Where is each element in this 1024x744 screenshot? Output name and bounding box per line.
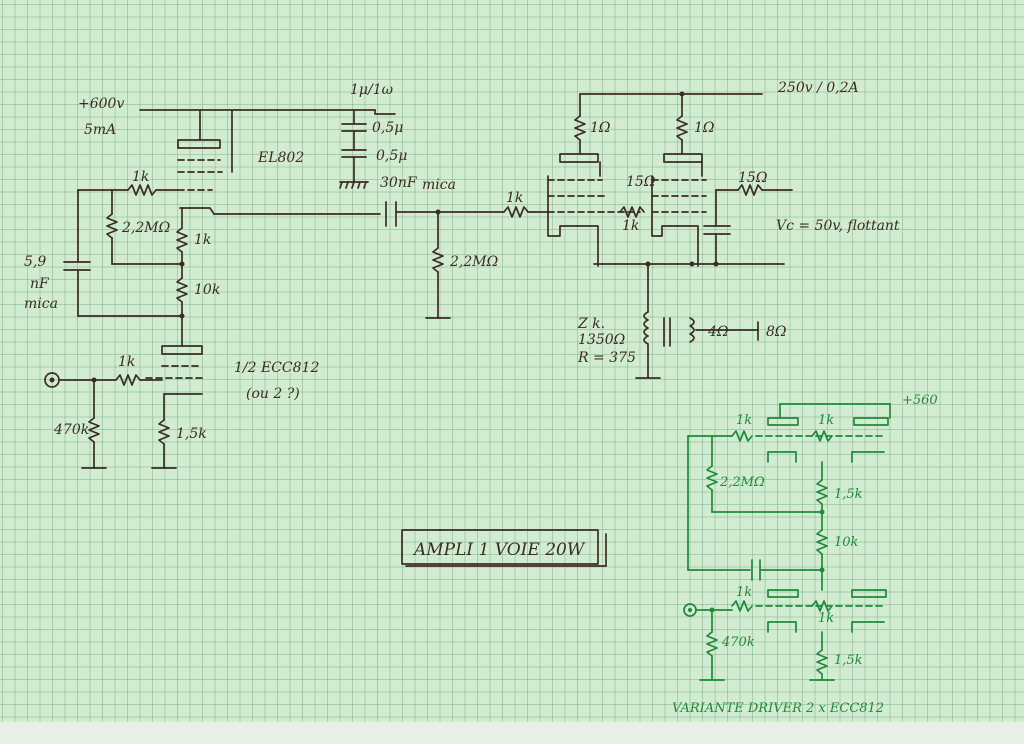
output-transformer [635,311,759,379]
variant-input-leak: 470k [721,635,755,650]
output-cathode-r-value: 1k [622,218,639,234]
mid-r-value: 15Ω [626,174,656,190]
screen-supply-label: 250v / 0,2A [777,80,859,96]
driver-alternative-label: (ou 2 ?) [246,386,300,402]
grid-stopper-resistor [77,184,179,196]
driver-tube-label: 1/2 ECC812 [234,360,319,376]
variant-grid-leak: 2,2MΩ [719,475,765,490]
feedback-cap-unit: nF [30,276,50,292]
el802-label: EL802 [257,150,304,166]
feedback-network [63,189,183,317]
hv-current-label: 5mA [84,122,116,138]
variant-tail-r: 10k [834,535,859,550]
coupling-cap-type: mica [422,177,456,193]
cathode-chain [176,207,188,347]
el802-tube [177,109,381,215]
hv-label: +600v [78,96,124,112]
decoupling-value-2: 0,5μ [376,148,407,164]
anode-resistors [559,115,703,163]
variant-cathode-r2: 1,5k [834,653,863,668]
driver-input-leak-value: 470k [53,422,89,438]
screen-rail [579,91,763,117]
rating-label: 1μ/1ω [350,82,394,98]
transformer-secondary2: 8Ω [766,324,787,340]
anode-r2-value: 1Ω [694,120,715,136]
bias-note: Vc = 50v, flottant [776,218,900,234]
decoupling-caps [339,109,369,189]
driver-cathode-value: 1,5k [176,426,207,442]
output-grid-network [503,184,793,265]
screen-r-value: 15Ω [738,170,768,186]
coupling-grid-leak-value: 2,2MΩ [449,254,499,270]
variant-r-top2: 1k [818,413,834,428]
variant-input-r2: 1k [818,611,834,626]
feedback-cap-value: 5,9 [24,254,46,270]
output-cathode-bus [593,261,785,313]
variant-caption: VARIANTE DRIVER 2 x ECC812 [672,701,884,716]
transformer-z-label: Z k. [577,316,605,332]
grid-leak-value: 2,2MΩ [121,220,171,236]
transformer-secondary1: 4Ω [707,324,729,340]
feedback-cap-type: mica [24,296,58,312]
diagram-title: AMPLI 1 VOIE 20W [412,540,586,560]
transformer-primary: 1350Ω [578,332,626,348]
output-tubes [547,161,707,267]
output-grid-r-value: 1k [506,190,523,206]
variant-cathode-r: 1,5k [834,487,863,502]
grid-stopper-value: 1k [132,169,149,185]
scanner-margin [0,722,1024,744]
variant-driver [683,403,891,681]
driver-input [44,372,163,469]
hv-rail [139,109,396,115]
anode-r1-value: 1Ω [590,120,611,136]
variant-input-r: 1k [736,585,752,600]
title-box [401,529,607,567]
variant-r-top1: 1k [736,413,752,428]
driver-stage [145,345,203,469]
coupling-cap [385,201,505,319]
transformer-ratio: R = 375 [577,350,636,366]
variant-hv-label: +560 [902,393,938,408]
tail-r-value: 10k [194,282,220,298]
driver-input-stopper-value: 1k [118,354,135,370]
coupling-cap-value: 30nF [380,175,418,191]
cathode-r-value: 1k [194,232,211,248]
decoupling-value: 0,5μ [372,120,403,136]
